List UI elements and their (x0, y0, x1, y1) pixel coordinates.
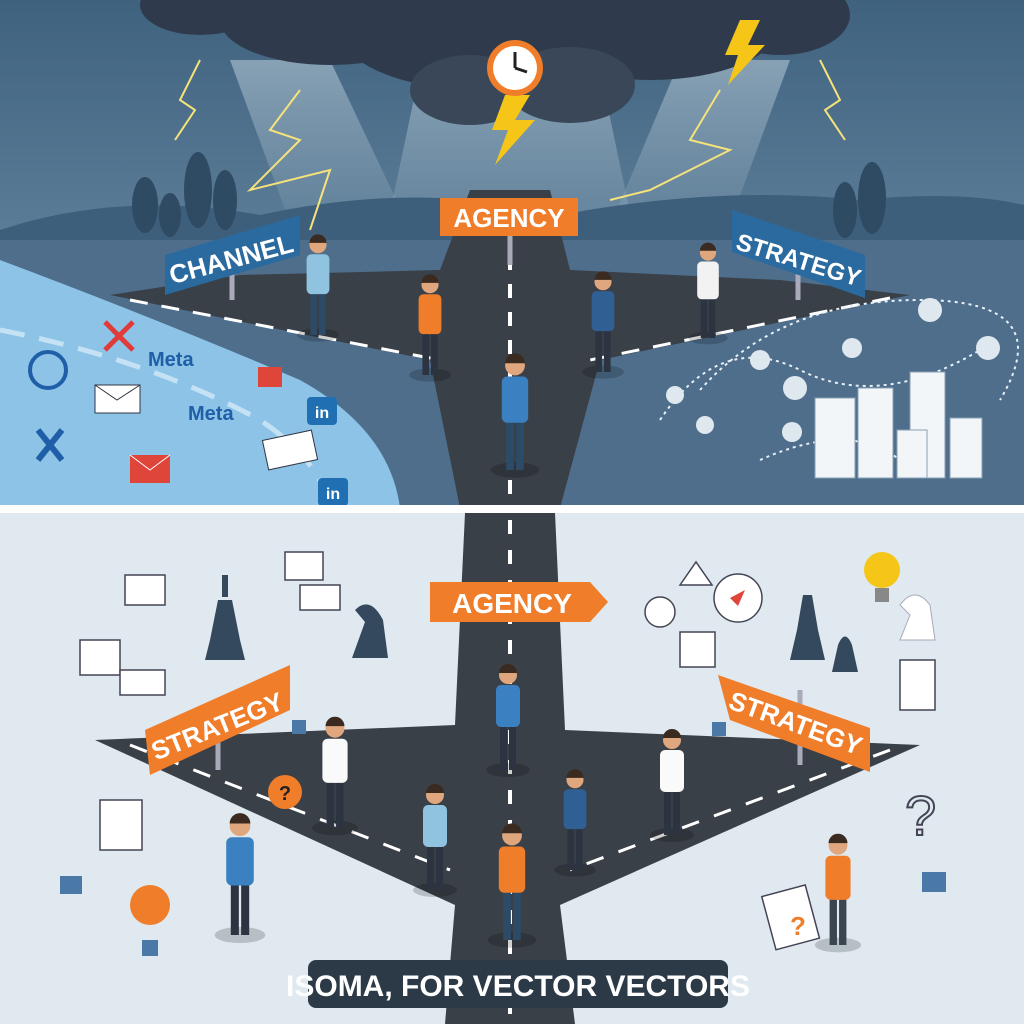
agency-sign-top: AGENCY (440, 198, 578, 265)
people-group (214, 664, 862, 953)
person (214, 813, 266, 944)
caption-banner: ISOMA, FOR VECTOR VECTORS (286, 960, 750, 1008)
person (487, 823, 537, 948)
blocked-icon (28, 350, 68, 390)
lightbulb-icon (864, 552, 900, 602)
clipboard-icon (760, 884, 821, 951)
lightning-bolts (174, 59, 846, 231)
river-icons: Meta Meta in in (28, 320, 348, 506)
chess-pawn-icon (832, 636, 858, 672)
network-diagram (659, 298, 1019, 461)
clock-icon (487, 40, 543, 96)
mail-icon (261, 429, 319, 471)
question-bubble-icon: ? (268, 775, 302, 809)
puzzle-icons (60, 720, 946, 956)
chess-king-icon (205, 600, 245, 660)
question-icon: ? (905, 784, 936, 847)
mail-icon (258, 367, 282, 387)
person (486, 664, 530, 777)
chess-queen-icon (790, 595, 825, 660)
svg-text:in: in (326, 486, 340, 503)
caption-text: ISOMA, FOR VECTOR VECTORS (286, 970, 750, 1003)
person (582, 271, 624, 379)
chess-knight-icon (899, 594, 936, 641)
bottom-panel: AGENCY STRATEGY STRATEGY (0, 513, 1024, 1024)
puzzle-icon (60, 876, 82, 894)
chess-pieces (205, 575, 858, 672)
meta-label: Meta (188, 403, 234, 425)
mail-icon (124, 574, 166, 606)
close-icon (103, 320, 135, 352)
linkedin-icon: in (307, 397, 337, 425)
person (814, 833, 862, 953)
person (650, 729, 694, 842)
cubes-icon (899, 659, 936, 711)
blocked-icon (35, 428, 65, 462)
buildings (814, 371, 983, 479)
trees (132, 152, 886, 238)
chat-icon (299, 584, 341, 611)
agency-sign-bottom: AGENCY (430, 582, 608, 622)
chat-bubble-icon (130, 885, 170, 925)
agency-sign-label: AGENCY (452, 588, 572, 619)
puzzle-icon (142, 940, 158, 956)
question-icon: ? (790, 911, 806, 941)
puzzle-icon (922, 872, 946, 892)
chat-icon (284, 551, 324, 581)
chess-king-icon (222, 575, 228, 597)
mail-icon (129, 454, 171, 483)
lightning-icon (492, 95, 535, 165)
person (311, 716, 359, 836)
agency-sign-label: AGENCY (453, 203, 564, 233)
mail-icon (119, 669, 166, 696)
people-group (297, 234, 728, 478)
person (297, 234, 339, 342)
circle-icon (644, 596, 676, 628)
puzzle-icon (292, 720, 306, 734)
person (409, 274, 451, 382)
meta-label: Meta (148, 349, 194, 371)
lightning-icon (725, 20, 765, 85)
top-panel: CHANNEL AGENCY STRATEGY Meta Meta in in (0, 0, 1024, 509)
person (554, 769, 596, 877)
puzzle-icon (712, 722, 726, 736)
divider (0, 505, 1024, 515)
cube-icon (679, 631, 716, 668)
mail-icon (79, 639, 121, 676)
triangle-icon (678, 560, 714, 586)
chat-bubbles (666, 298, 1000, 442)
person (490, 353, 540, 478)
compass-needle (730, 590, 745, 606)
svg-text:in: in (315, 405, 329, 422)
svg-text:?: ? (279, 783, 291, 805)
person (688, 242, 728, 345)
mail-icon (94, 384, 141, 414)
mail-icon (99, 799, 143, 851)
chess-knight-icon (352, 604, 388, 658)
person (413, 784, 457, 897)
linkedin-icon: in (318, 478, 348, 506)
